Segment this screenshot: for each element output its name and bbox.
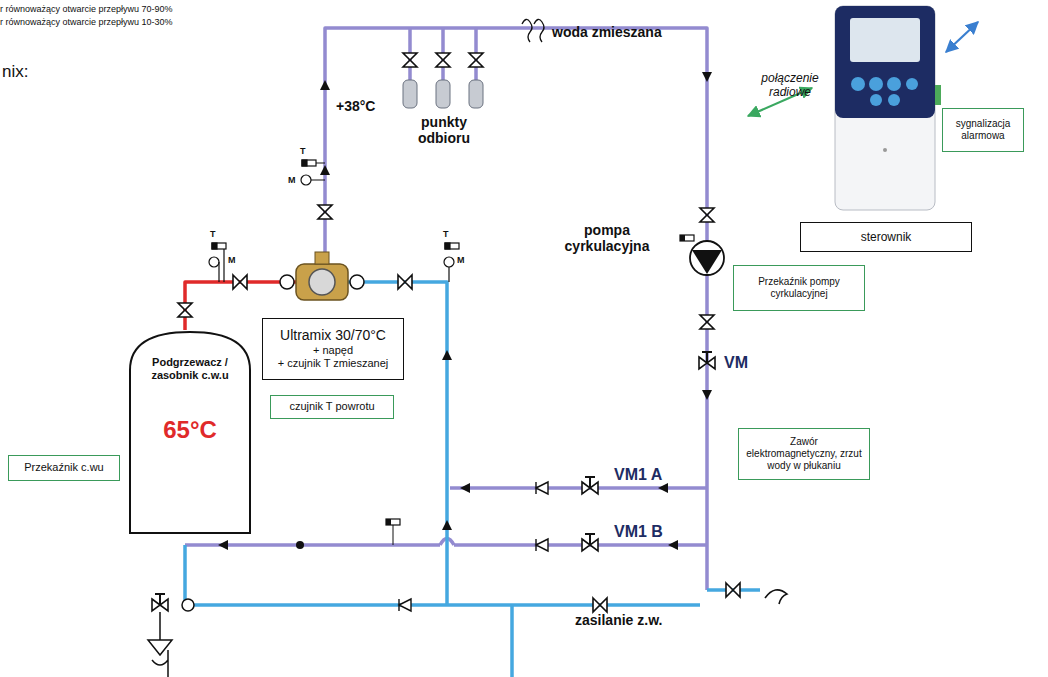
node-text: + napęd bbox=[313, 344, 353, 357]
gauge-letter: M bbox=[288, 175, 296, 185]
node-title: sygnalizacja alarmowa bbox=[949, 118, 1017, 142]
relay-box: Przekaźnik c.wu bbox=[8, 455, 120, 481]
mixing-valve-box: Ultramix 30/70°C+ napęd+ czujnik T zmies… bbox=[262, 318, 404, 380]
node-title: Przekaźnik pompy cyrkulacyjnej bbox=[740, 276, 858, 300]
tank-shell bbox=[130, 332, 250, 533]
solenoid-valve-box: Zawór elektromagnetyczny, zrzut wody w p… bbox=[738, 428, 870, 480]
pipe-label: nix: bbox=[2, 62, 28, 82]
node-title: Podgrzewacz / zasobnik c.w.u bbox=[134, 356, 246, 382]
pump-relay-box: Przekaźnik pompy cyrkulacyjnej bbox=[733, 265, 865, 311]
pipe-label: połączenie radiowe bbox=[752, 72, 828, 100]
node-title: Przekaźnik c.wu bbox=[24, 461, 103, 474]
sensor-box: czujnik T powrotu bbox=[270, 395, 394, 419]
gauge-letter: M bbox=[457, 255, 465, 265]
pipe-label: woda zmieszana bbox=[552, 24, 662, 40]
controller-caption-box: sterownik bbox=[800, 222, 972, 252]
gauge-letter: T bbox=[210, 229, 216, 239]
pipe-label: VM bbox=[724, 354, 748, 372]
alarm-box: sygnalizacja alarmowa bbox=[942, 108, 1024, 152]
node-title: sterownik bbox=[861, 230, 912, 244]
pipe-label: pompa cyrkulacyjna bbox=[548, 222, 666, 254]
pipe-label: punkty odbioru bbox=[404, 114, 484, 146]
node-title: Zawór elektromagnetyczny, zrzut wody w p… bbox=[745, 436, 863, 472]
node-title: czujnik T powrotu bbox=[289, 400, 374, 413]
node-text: + czujnik T zmieszanej bbox=[278, 357, 389, 370]
pipe-label: zasilanie z.w. bbox=[575, 612, 662, 628]
gauge-letter: T bbox=[300, 146, 306, 156]
pipe-label: +38°C bbox=[336, 98, 375, 114]
note-text: r równoważący otwarcie przepływu 70-90% bbox=[0, 4, 173, 14]
node-text: 65°C bbox=[163, 416, 217, 445]
water-heater-tank: Podgrzewacz / zasobnik c.w.u 65°C bbox=[128, 330, 252, 535]
pipe-label: VM1 B bbox=[614, 523, 663, 541]
gauge-letter: M bbox=[228, 255, 236, 265]
node-title: Ultramix 30/70°C bbox=[280, 327, 386, 344]
note-text: r równoważący otwarcie przepływu 10-30% bbox=[0, 17, 173, 27]
pipe-label: VM1 A bbox=[614, 466, 662, 484]
gauge-letter: T bbox=[443, 229, 449, 239]
